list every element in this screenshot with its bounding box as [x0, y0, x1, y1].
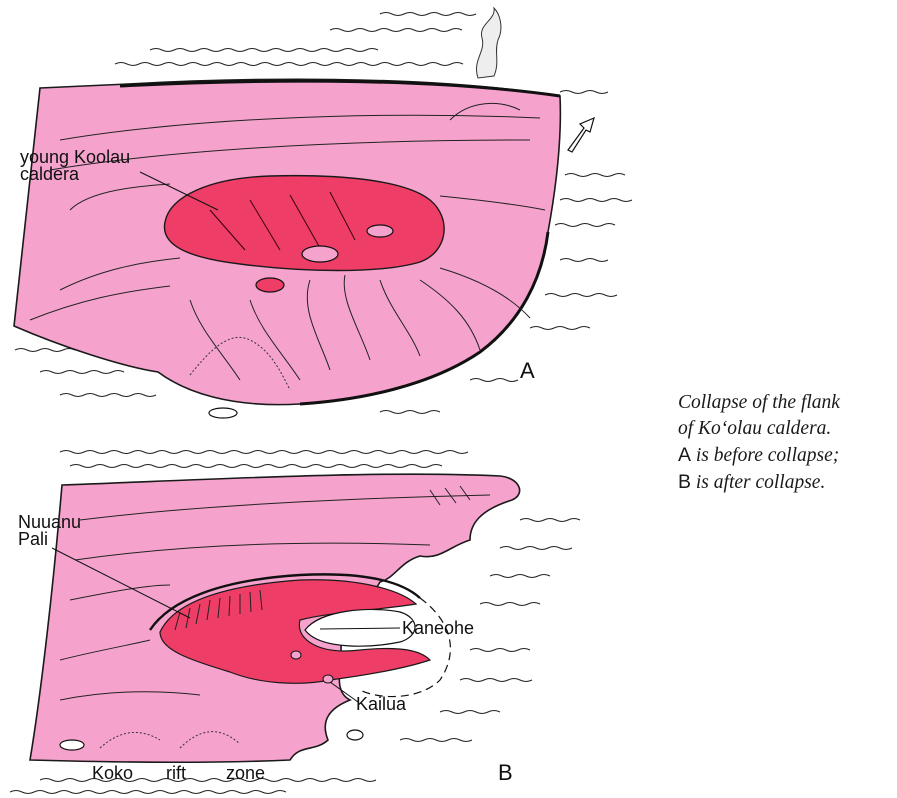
kaneohe-label: Kaneohe [402, 618, 474, 638]
islet-a [209, 408, 237, 418]
pali-label-line2: Pali [18, 529, 48, 549]
caption-text-b: is after collapse. [691, 472, 825, 493]
caption-letter-b: B [678, 471, 691, 493]
pit-crater-a3 [256, 278, 284, 292]
islet-b2 [347, 730, 363, 740]
rift-zone-word-koko: Koko [92, 763, 133, 783]
caldera-label-line2: caldera [20, 164, 80, 184]
figure-caption: Collapse of the flank of Ko‘olau caldera… [678, 390, 893, 496]
caption-line-4: B is after collapse. [678, 469, 893, 496]
pit-crater-b1 [291, 651, 301, 659]
panel-b: Nuuanu Pali Kaneohe Kailua Koko rift zon… [10, 451, 580, 794]
panel-a: young Koolau caldera A [14, 8, 632, 418]
caption-text-a: is before collapse; [691, 445, 839, 466]
panel-letter-a: A [520, 358, 535, 383]
panel-letter-b: B [498, 760, 513, 785]
islet-b1 [60, 740, 84, 750]
pit-crater-b2 [323, 675, 333, 683]
rift-zone-word-rift: rift [166, 763, 186, 783]
caption-line-1: Collapse of the flank [678, 390, 893, 416]
caption-line-2: of Ko‘olau caldera. [678, 416, 893, 442]
north-arrow-icon [568, 118, 594, 152]
pit-crater-a1 [367, 225, 393, 237]
eruption-plume [476, 8, 500, 78]
pit-crater-a2 [302, 246, 338, 262]
rift-zone-word-zone: zone [226, 763, 265, 783]
caption-letter-a: A [678, 444, 691, 466]
caption-line-3: A is before collapse; [678, 442, 893, 469]
kailua-label: Kailua [356, 694, 407, 714]
